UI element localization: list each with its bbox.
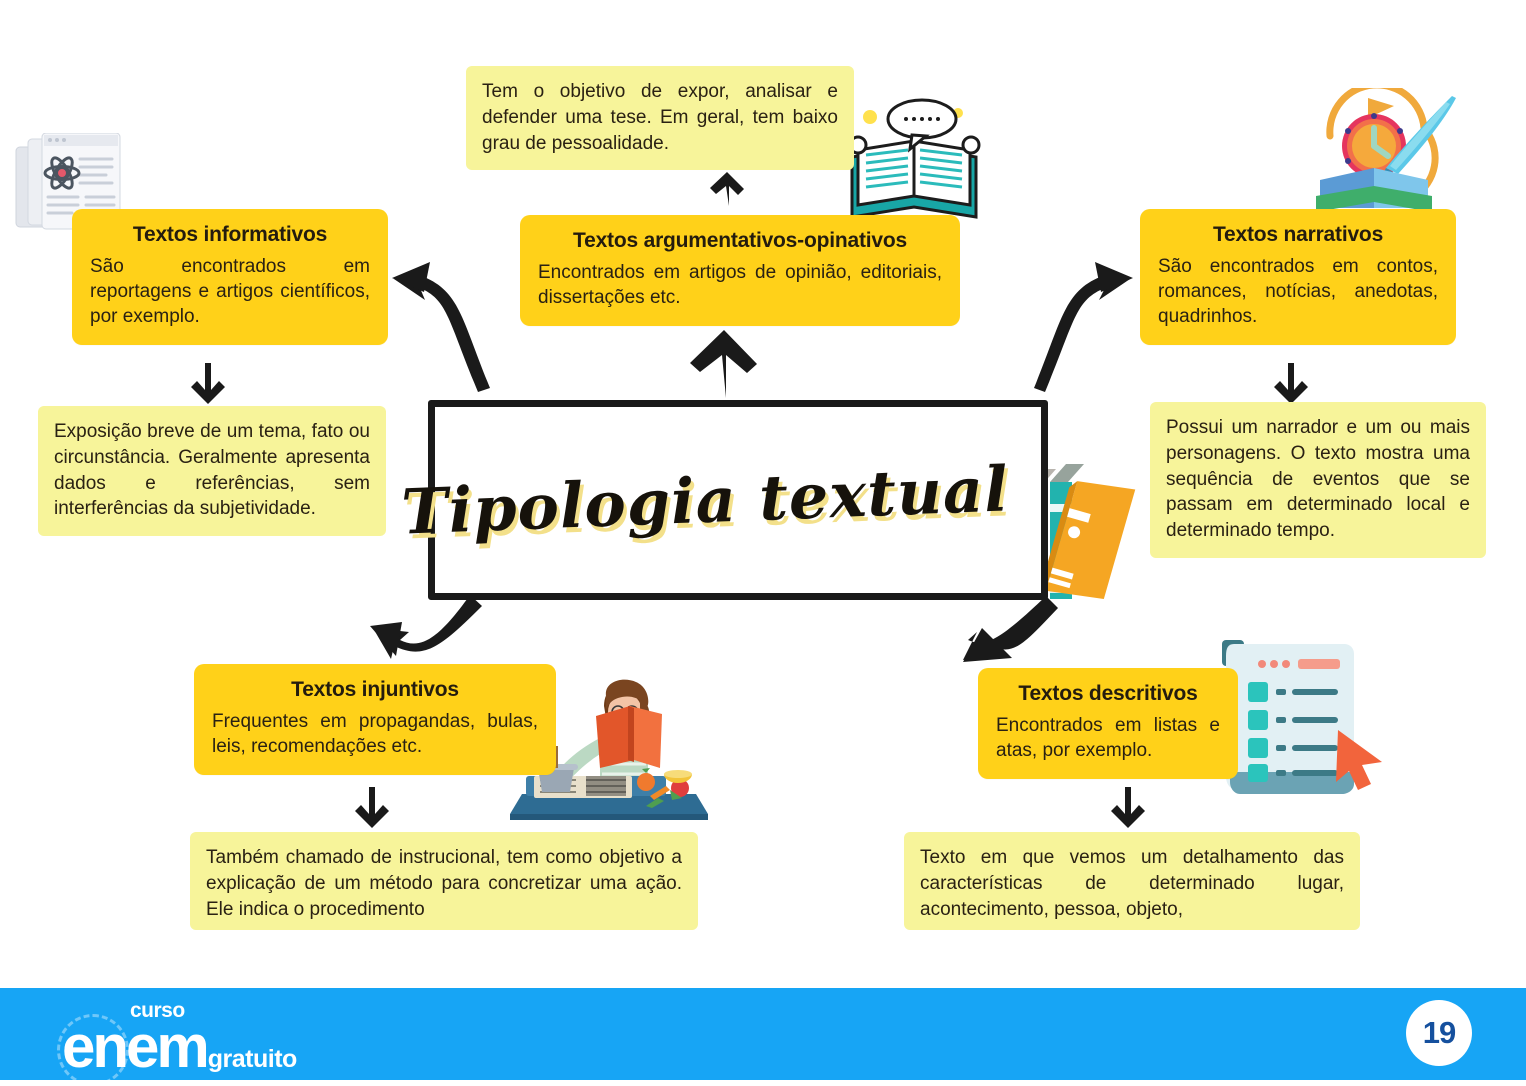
page-title: Tipologia textual [400,451,1010,549]
node-title: Textos informativos [132,223,328,246]
footer-bar [0,988,1526,1080]
note-textos-informativos: Exposição breve de um tema, fato ou circ… [38,406,386,537]
node-title: Textos narrativos [1212,223,1384,246]
node-body: São encontrados em reportagens e artigos… [90,256,370,328]
note-text: Tem o objetivo de expor, analisar e defe… [482,81,838,154]
node-title: Textos descritivos [1018,682,1198,705]
node-textos-argumentativos[interactable]: Textos argumentativos-opinativos Encontr… [520,215,960,327]
node-title: Textos injuntivos [291,678,459,701]
brand-logo[interactable]: curso enem gratuito [57,999,298,1086]
node-textos-narrativos[interactable]: Textos narrativos São encontrados em con… [1140,209,1456,346]
brand-curso: curso [130,999,185,1022]
node-title: Textos argumentativos-opinativos [573,229,907,252]
note-textos-descritivos: Texto em que vemos um detalhamento das c… [904,832,1360,930]
note-text: Exposição breve de um tema, fato ou circ… [54,421,370,520]
node-textos-descritivos[interactable]: Textos descritivos Encontrados em listas… [978,668,1238,780]
node-textos-injuntivos[interactable]: Textos injuntivos Frequentes em propagan… [194,664,556,776]
note-textos-injuntivos: Também chamado de instrucional, tem como… [190,832,698,930]
logo-ring-icon [57,1014,129,1086]
note-text: Possui um narrador e um ou mais personag… [1166,417,1470,542]
page-number-badge: 19 [1406,1000,1472,1066]
note-textos-narrativos: Possui um narrador e um ou mais personag… [1150,402,1486,559]
note-text: Também chamado de instrucional, tem como… [206,847,682,920]
node-body: Encontrados em listas e atas, por exempl… [996,715,1220,762]
brand-gratuito: gratuito [207,1045,298,1073]
note-textos-argumentativos: Tem o objetivo de expor, analisar e defe… [466,66,854,171]
central-node-box [428,400,1048,600]
note-text: Texto em que vemos um detalhamento das c… [920,847,1344,920]
node-body: São encontrados em contos, romances, not… [1158,256,1438,328]
node-body: Encontrados em artigos de opinião, edito… [538,262,942,309]
node-body: Frequentes em propagandas, bulas, leis, … [212,711,538,758]
node-textos-informativos[interactable]: Textos informativos São encontrados em r… [72,209,388,346]
